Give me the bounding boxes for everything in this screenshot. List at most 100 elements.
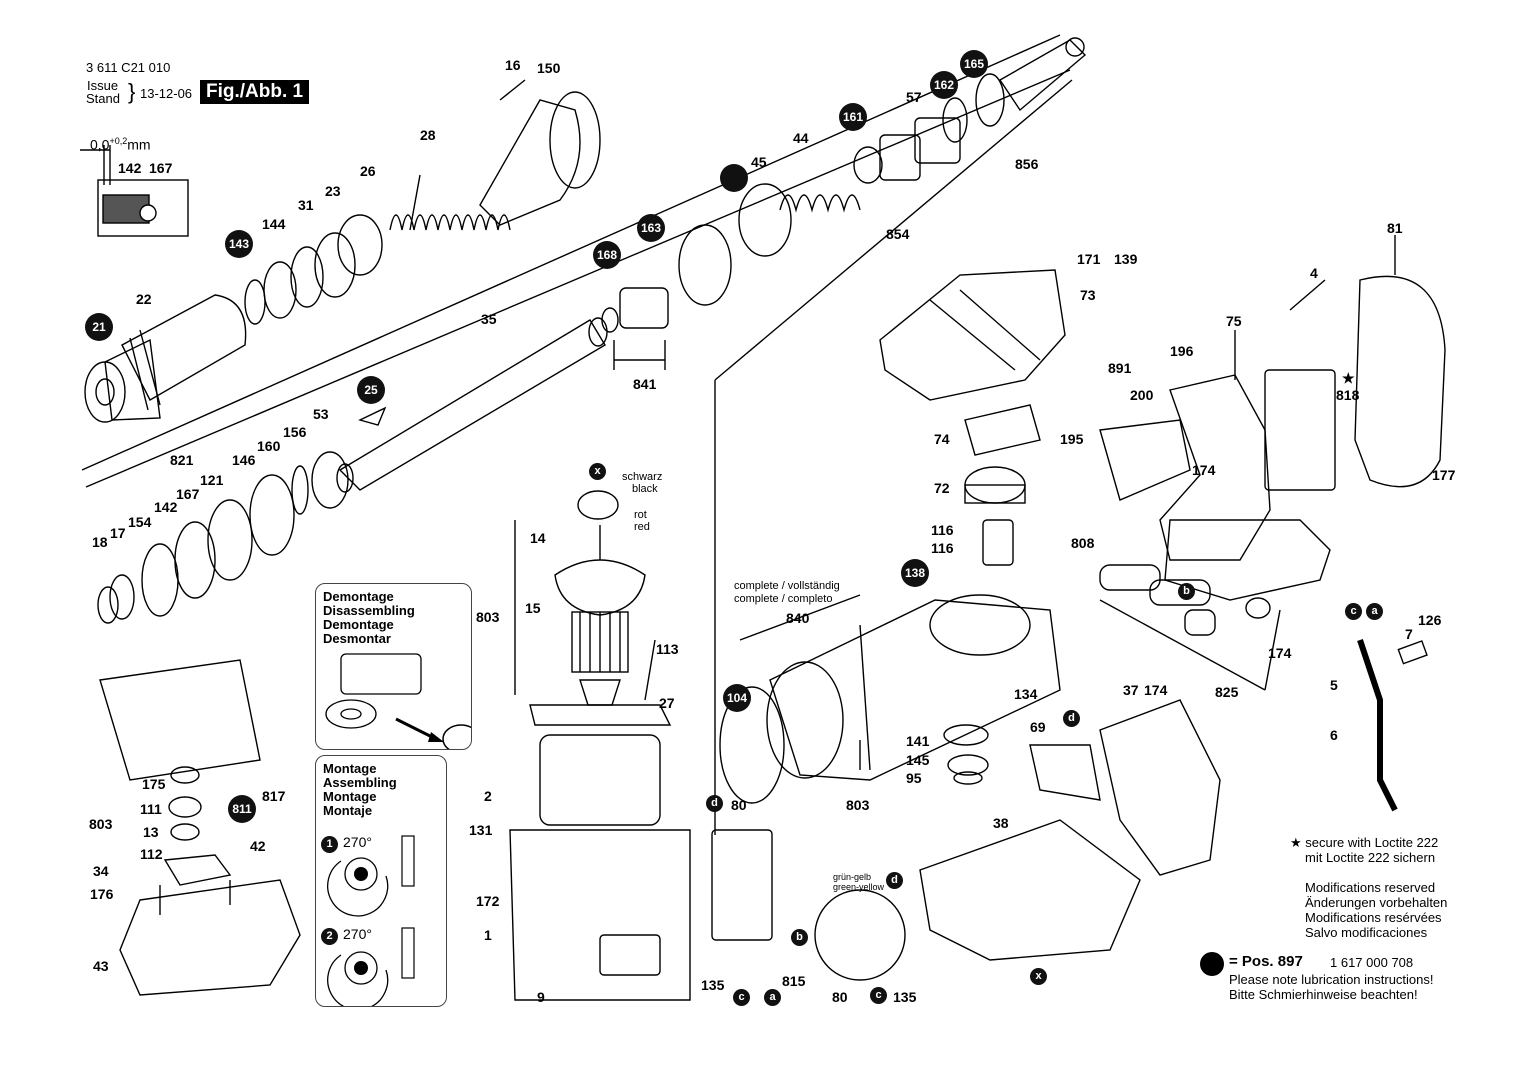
label-45: 45 <box>751 154 767 170</box>
part-number: 3 611 C21 010 <box>86 60 171 75</box>
boundary-line-right <box>714 79 1073 381</box>
tool-holder-35-shape <box>338 319 606 491</box>
lube-note-1: Please note lubrication instructions! <box>1229 972 1434 987</box>
loctite-note-2: mit Loctite 222 sichern <box>1305 850 1436 865</box>
label-9: 9 <box>537 989 545 1005</box>
field-2-shape <box>539 734 661 826</box>
pos-number: 1 617 000 708 <box>1330 955 1414 970</box>
gap-tolerance: +0,2 <box>109 136 128 146</box>
label-856: 856 <box>1015 156 1039 172</box>
label-176: 176 <box>90 886 114 902</box>
complete-note-2: complete / completo <box>734 593 833 605</box>
label-116-upper: 116 <box>931 522 954 538</box>
label-126: 126 <box>1418 612 1442 628</box>
badge-lubrication <box>720 164 748 192</box>
label-1: 1 <box>484 927 492 943</box>
handle-75-shape <box>1159 374 1271 561</box>
fan-15-shape <box>554 559 646 616</box>
label-821: 821 <box>170 452 194 468</box>
gap-part-167: 167 <box>149 160 173 176</box>
label-840: 840 <box>786 610 810 626</box>
label-142: 142 <box>154 499 178 515</box>
gap-part-142: 142 <box>118 160 142 176</box>
badge-162: 162 <box>930 71 958 99</box>
wire-green-yellow: green-yellow <box>833 882 885 892</box>
housing-1-shape <box>509 829 691 1001</box>
badge-165: 165 <box>960 50 988 78</box>
label-172: 172 <box>476 893 500 909</box>
wire-black: black <box>632 483 658 495</box>
loctite-note-1: ★ secure with Loctite 222 <box>1290 835 1439 850</box>
label-808: 808 <box>1071 535 1095 551</box>
label-116-lower: 116 <box>931 540 954 556</box>
label-825: 825 <box>1215 684 1239 700</box>
gap-detail-box <box>97 179 189 237</box>
label-14: 14 <box>530 530 546 546</box>
badge-21: 21 <box>85 313 113 341</box>
connector-d-unit: d <box>706 795 723 812</box>
label-112: 112 <box>140 846 163 862</box>
label-803-armature: 803 <box>476 609 500 625</box>
boundary-line-mid <box>85 69 1071 488</box>
label-177: 177 <box>1432 467 1456 483</box>
assembly-title-1: Montage <box>323 761 377 776</box>
boundary-line-top <box>81 34 1061 471</box>
label-171: 171 <box>1077 251 1101 267</box>
label-5: 5 <box>1330 677 1338 693</box>
mods-note-4: Salvo modificaciones <box>1305 925 1428 940</box>
cover-38-shape <box>919 819 1141 961</box>
label-26: 26 <box>360 163 376 179</box>
detail-circle-shape <box>814 889 906 981</box>
label-13: 13 <box>143 824 159 840</box>
assembly-panel: Montage Assembling Montage Montaje 1 270… <box>315 755 447 1007</box>
wire-gruen-gelb: grün-gelb <box>833 872 872 882</box>
label-200: 200 <box>1130 387 1154 403</box>
connector-b-handle: b <box>1178 583 1195 600</box>
wire-schwarz: schwarz <box>622 471 663 483</box>
label-31: 31 <box>298 197 314 213</box>
label-34: 34 <box>93 863 109 879</box>
badge-138: 138 <box>901 559 929 587</box>
badge-168: 168 <box>593 241 621 269</box>
disassembly-title-1: Demontage <box>323 589 394 604</box>
label-95: 95 <box>906 770 922 786</box>
mods-note-1: Modifications reserved <box>1305 880 1436 895</box>
label-15: 15 <box>525 600 541 616</box>
badge-143: 143 <box>225 230 253 258</box>
label-81: 81 <box>1387 220 1403 236</box>
label-174-cover: 174 <box>1144 682 1168 698</box>
label-113: 113 <box>656 641 679 657</box>
badge-161: 161 <box>839 103 867 131</box>
connector-x-motor: x <box>589 463 606 480</box>
label-167: 167 <box>176 486 200 502</box>
lube-note-2: Bitte Schmierhinweise beachten! <box>1229 987 1418 1002</box>
label-23: 23 <box>325 183 341 199</box>
connector-c-cable: c <box>1345 603 1362 620</box>
label-803-gear: 803 <box>846 797 870 813</box>
label-854: 854 <box>886 226 910 242</box>
disassembly-title-4: Desmontar <box>323 631 391 646</box>
pos-label: = Pos. 897 <box>1229 953 1303 970</box>
label-815: 815 <box>782 973 806 989</box>
connector-a-cable: a <box>1366 603 1383 620</box>
label-80-unit: 80 <box>731 797 747 813</box>
label-16: 16 <box>505 57 521 73</box>
sleeve-16-shape <box>479 99 581 226</box>
label-174-handle: 174 <box>1192 462 1216 478</box>
handle-81-shape <box>1354 275 1446 488</box>
wire-red: red <box>634 521 650 533</box>
label-22: 22 <box>136 291 152 307</box>
label-28: 28 <box>420 127 436 143</box>
assembly-illustration <box>327 835 415 1006</box>
assembly-title-3: Montage <box>323 789 377 804</box>
mods-note-3: Modifications resérvées <box>1305 910 1442 925</box>
label-141: 141 <box>906 733 930 749</box>
label-156: 156 <box>283 424 307 440</box>
date: 13-12-06 <box>140 86 193 101</box>
wire-rot: rot <box>634 509 647 521</box>
badge-811: 811 <box>228 795 256 823</box>
brush-holder-shape <box>99 659 261 781</box>
step-2-angle: 270° <box>343 926 372 942</box>
